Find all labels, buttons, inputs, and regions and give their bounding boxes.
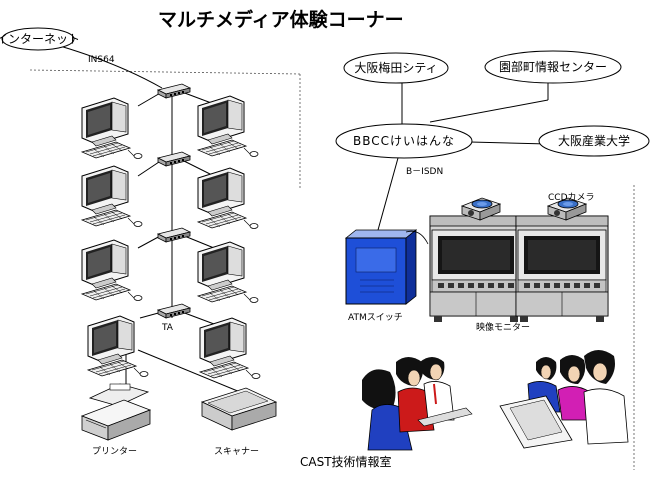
computer-icon — [87, 315, 149, 377]
scanner-icon — [200, 387, 278, 431]
hub-2-icon — [157, 151, 191, 167]
internet-link — [59, 45, 163, 89]
bbcc-label: BBCCけいはんな — [353, 134, 455, 148]
sonobe-center-node — [484, 50, 622, 84]
ins64-label: INS64 — [88, 55, 115, 65]
internet-label: インターネット — [0, 32, 80, 46]
osaka-sangyo-label: 大阪産業大学 — [558, 133, 630, 148]
printer-icon — [80, 383, 152, 441]
cast-room-label: CAST技術情報室 — [300, 454, 392, 469]
video-monitor-right-icon — [515, 215, 609, 323]
video-monitor-label: 映像モニター — [476, 321, 530, 333]
umeda-city-node — [343, 52, 449, 84]
computer-icon — [81, 165, 143, 227]
atm-switch-icon — [344, 229, 429, 305]
sonobe-center-label: 園部町情報センター — [499, 59, 607, 74]
printer-label: プリンター — [92, 446, 137, 457]
bisdn-label: B－ISDN — [406, 167, 443, 177]
computer-icon — [197, 167, 259, 229]
umeda-city-label: 大阪梅田シティ — [354, 60, 437, 75]
computer-icon — [197, 95, 259, 157]
computer-icon — [197, 241, 259, 303]
hub-3-icon — [157, 227, 191, 243]
atm-switch-label: ATMスイッチ — [348, 312, 403, 323]
meeting-people-left-icon — [362, 357, 473, 451]
osaka-sangyo-node — [538, 125, 650, 157]
bbcc-node — [335, 123, 473, 159]
ta-label: TA — [161, 323, 174, 333]
computer-icon — [199, 317, 261, 379]
connection-lines — [59, 45, 549, 393]
computer-icon — [81, 97, 143, 159]
internet-node — [1, 27, 75, 51]
scanner-label: スキャナー — [214, 446, 259, 457]
ccd-camera-label: CCDカメラ — [548, 192, 595, 203]
meeting-people-right-icon — [499, 350, 629, 449]
ta-modem-icon — [157, 303, 191, 319]
hub-1-icon — [157, 83, 191, 99]
computer-icon — [81, 239, 143, 301]
zone-boundary — [29, 69, 635, 470]
diagram-title: マルチメディア体験コーナー — [158, 8, 404, 31]
video-monitor-left-icon — [429, 215, 523, 323]
